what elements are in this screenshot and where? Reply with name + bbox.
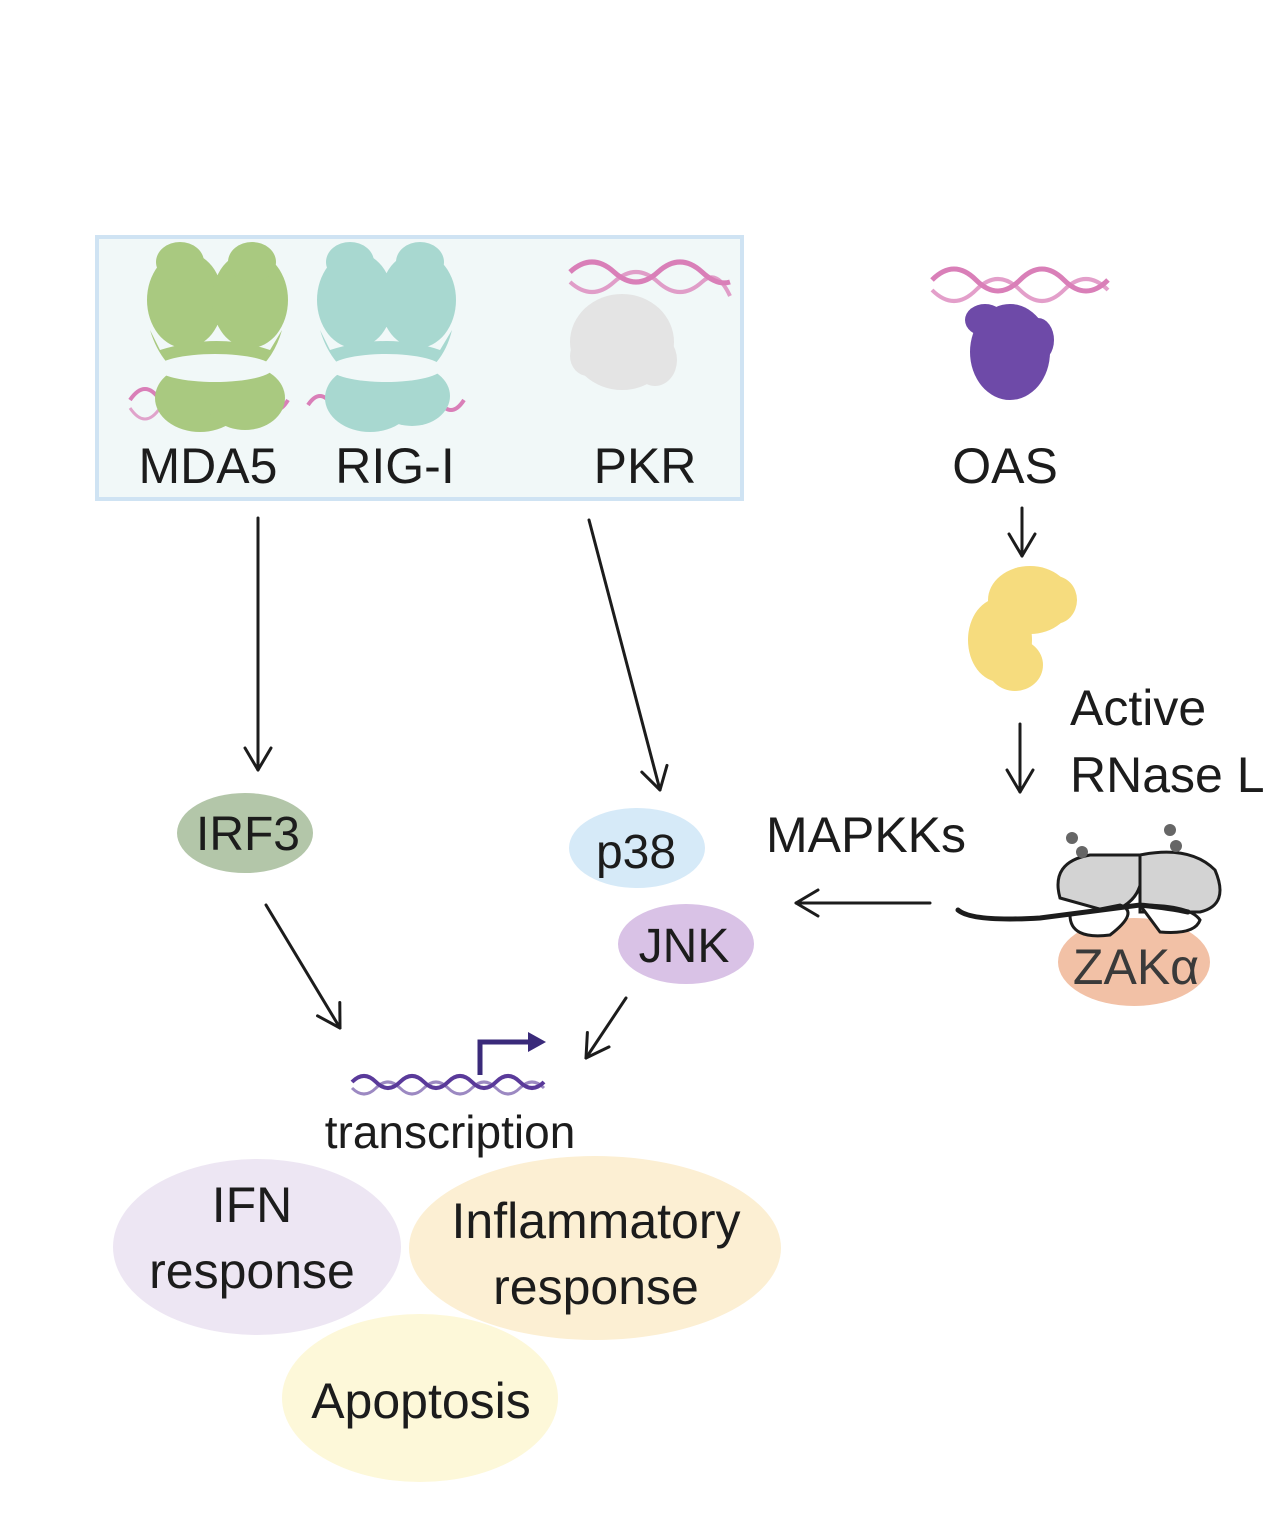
jnk-ellipse xyxy=(618,904,754,984)
dna-transcription-icon xyxy=(350,1032,546,1096)
mapkks-label: MAPKKs xyxy=(766,807,966,863)
p38-ellipse xyxy=(569,808,705,888)
inflammatory-label-line1: Inflammatory xyxy=(452,1193,741,1249)
inflammatory-label-line2: response xyxy=(493,1259,699,1315)
irf3-ellipse xyxy=(177,793,313,873)
ifn-label-line2: response xyxy=(149,1243,355,1299)
transcription-label: transcription xyxy=(325,1106,576,1158)
ifn-label-line1: IFN xyxy=(212,1177,293,1233)
jnk-label: JNK xyxy=(639,920,730,973)
arrow-jnk-to-transcription xyxy=(584,996,628,1060)
p38-label: p38 xyxy=(596,826,676,879)
irf3-label: IRF3 xyxy=(196,808,300,861)
arrow-pkr-to-p38 xyxy=(587,518,669,792)
apoptosis-ellipse xyxy=(282,1314,558,1482)
pkr-label: PKR xyxy=(594,438,697,494)
mda5-protein-icon xyxy=(128,242,290,432)
pkr-protein-icon xyxy=(568,259,732,390)
rnase-l-label-line2: RNase L xyxy=(1070,747,1265,803)
oas-protein-icon xyxy=(930,266,1110,400)
arrow-irf3-to-transcription xyxy=(264,903,342,1030)
rig-i-label: RIG-I xyxy=(335,438,454,494)
rnase-l-protein-icon xyxy=(968,566,1077,691)
zak-label: ZAKα xyxy=(1073,939,1199,995)
rnase-l-label-line1: Active xyxy=(1070,680,1206,736)
oas-label: OAS xyxy=(952,438,1058,494)
ribosome-zak-icon xyxy=(955,824,1222,1006)
apoptosis-label: Apoptosis xyxy=(311,1373,531,1429)
ifn-ellipse xyxy=(113,1159,401,1335)
mda5-label: MDA5 xyxy=(139,438,278,494)
inflammatory-ellipse xyxy=(409,1156,781,1340)
rig-i-protein-icon xyxy=(306,242,466,432)
